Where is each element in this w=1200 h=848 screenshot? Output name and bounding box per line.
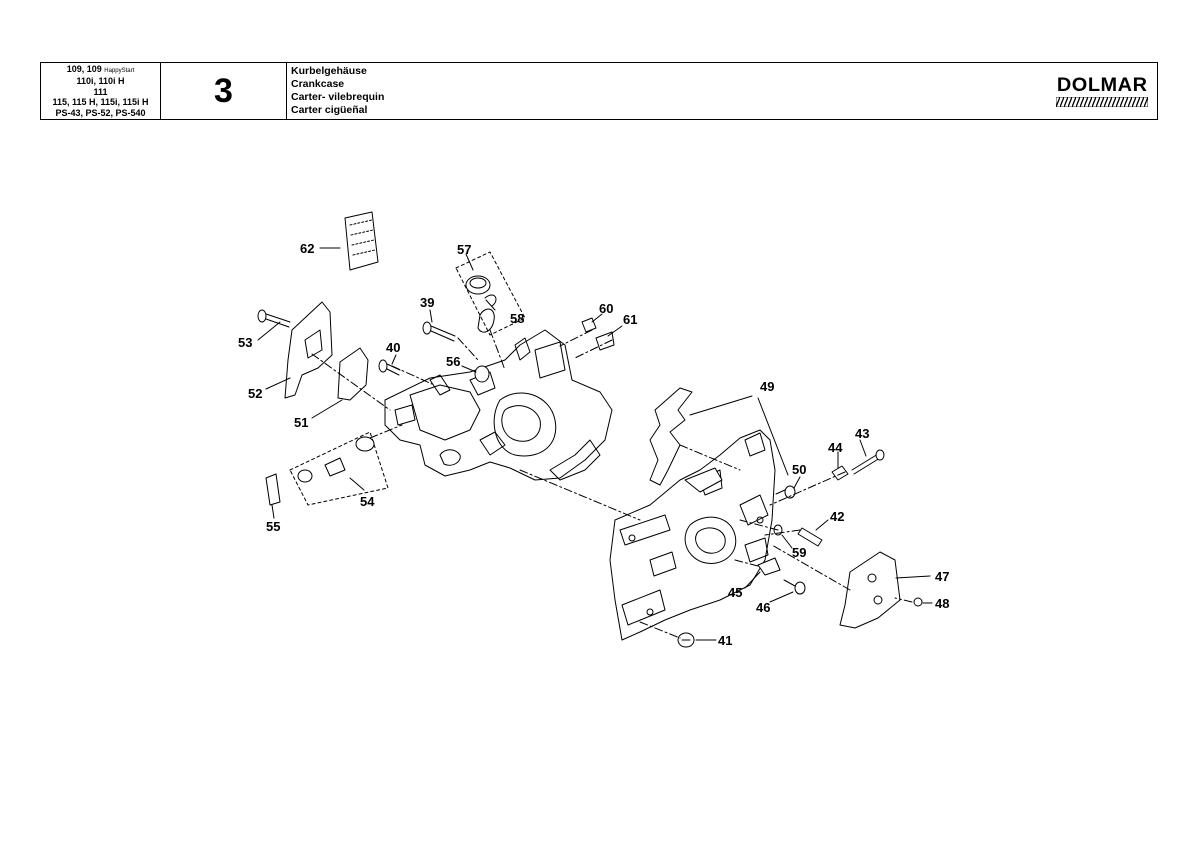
callout-52: 52 [248, 386, 262, 401]
title-en: Crankcase [291, 78, 345, 90]
model-line-5: PS-43, PS-52, PS-540 [55, 107, 146, 118]
part-49-bracket [684, 467, 723, 493]
callout-60: 60 [599, 301, 613, 316]
callout-56: 56 [446, 354, 460, 369]
callout-49: 49 [760, 379, 774, 394]
model-line-2: 110i, 110i H [76, 76, 125, 87]
callout-54: 54 [360, 494, 375, 509]
part-49-chain-catcher [649, 387, 693, 486]
callout-53: 53 [238, 335, 252, 350]
part-52-cover [284, 301, 333, 399]
page-number: 3 [161, 63, 287, 119]
callout-48: 48 [935, 596, 949, 611]
model-line-4: 115, 115 H, 115i, 115i H [52, 97, 149, 108]
part-57-58-group [455, 251, 526, 336]
logo-hatch-icon [1056, 97, 1148, 107]
callout-45: 45 [728, 585, 742, 600]
model-list: 109, 109 HappyStart 110i, 110i H 111 115… [41, 63, 161, 119]
callout-57: 57 [457, 242, 471, 257]
title-es: Carter cigüeñal [291, 104, 368, 116]
crankcase-right-part [609, 429, 776, 641]
part-62-sticker [344, 211, 379, 271]
callout-51: 51 [294, 415, 308, 430]
section-titles: Kurbelgehäuse Crankcase Carter- vilebreq… [287, 63, 1047, 119]
dolmar-logo: DOLMAR [1047, 63, 1157, 119]
part-39-screw [422, 321, 456, 342]
part-44-nut [831, 465, 849, 481]
brand-name: DOLMAR [1056, 75, 1148, 96]
callout-labels: 62 57 39 58 60 61 53 40 56 49 52 51 43 4… [238, 241, 949, 648]
part-42-stud [797, 527, 823, 547]
part-46-screw [783, 579, 806, 595]
callout-58: 58 [510, 311, 524, 326]
leader-lines [257, 247, 933, 641]
title-block: 109, 109 HappyStart 110i, 110i H 111 115… [40, 62, 1158, 120]
model-line-3: 111 [93, 86, 108, 97]
part-52-slot [304, 329, 323, 359]
callout-39: 39 [420, 295, 434, 310]
part-61-clip [595, 331, 615, 351]
callout-43: 43 [855, 426, 869, 441]
part-54-group [289, 431, 389, 506]
part-41-plug [677, 632, 695, 648]
part-47-guide-plate [839, 551, 901, 629]
callout-44: 44 [828, 440, 843, 455]
callout-41: 41 [718, 633, 732, 648]
part-45-plate [757, 557, 781, 576]
part-55-plate [265, 473, 281, 506]
part-51-plate [337, 347, 369, 401]
callout-42: 42 [830, 509, 844, 524]
part-53-screw [257, 309, 291, 328]
title-fr: Carter- vilebrequin [291, 91, 385, 103]
part-56-grommet [474, 365, 490, 383]
callout-47: 47 [935, 569, 949, 584]
callout-55: 55 [266, 519, 280, 534]
part-48-screw [913, 597, 923, 607]
part-50-screw [775, 485, 796, 499]
crankcase-left-part [384, 329, 613, 481]
title-de: Kurbelgehäuse [291, 65, 367, 77]
callout-62: 62 [300, 241, 314, 256]
model-line-1: 109, 109 [66, 63, 102, 74]
part-40-screw [378, 359, 401, 376]
callout-59: 59 [792, 545, 806, 560]
part-43-screw [851, 449, 885, 475]
callout-61: 61 [623, 312, 637, 327]
callout-50: 50 [792, 462, 806, 477]
model-line-1-suffix: HappyStart [104, 67, 135, 74]
callout-46: 46 [756, 600, 770, 615]
assembly-lines [311, 329, 913, 639]
callout-40: 40 [386, 340, 400, 355]
